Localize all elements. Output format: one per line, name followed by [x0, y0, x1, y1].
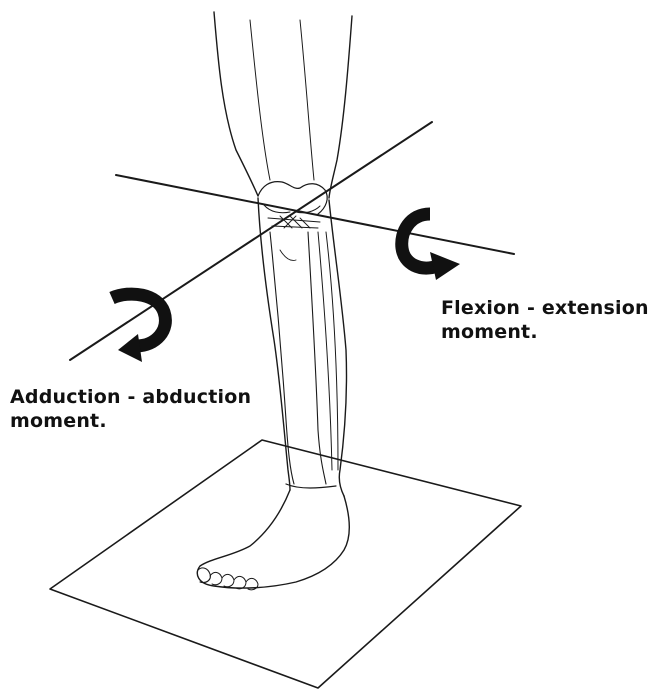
adduction-label-line1: Adduction - abduction	[10, 385, 251, 409]
leg-outline	[197, 12, 352, 590]
adduction-label-line2: moment.	[10, 409, 251, 433]
curved-arrow-icon	[402, 214, 460, 280]
flexion-axis-line	[116, 175, 514, 254]
adduction-axis-line	[70, 122, 432, 360]
flexion-label-line1: Flexion - extension	[441, 296, 648, 320]
flexion-label-line2: moment.	[441, 320, 648, 344]
adduction-abduction-label: Adduction - abduction moment.	[10, 385, 251, 433]
floor-plate	[50, 440, 521, 688]
flexion-extension-label: Flexion - extension moment.	[441, 296, 648, 344]
